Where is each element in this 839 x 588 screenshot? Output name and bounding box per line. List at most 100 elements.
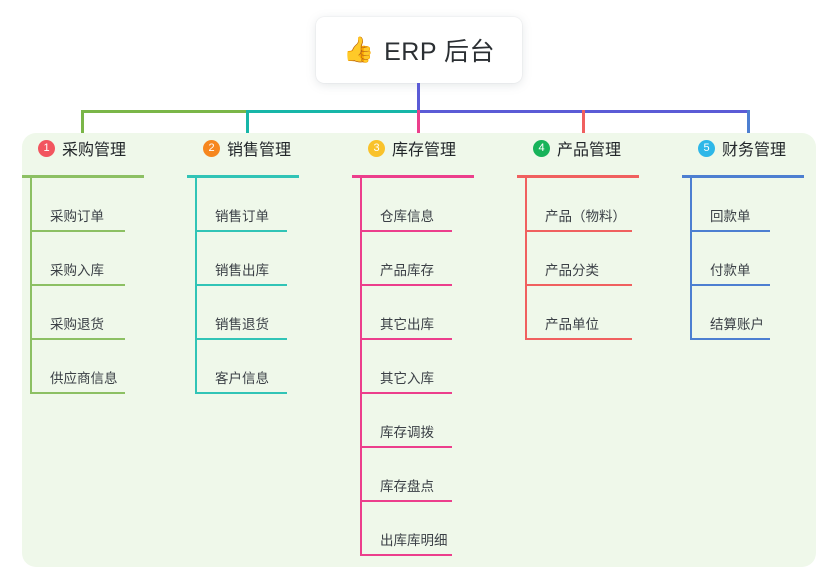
leaf-item-rule <box>30 338 125 340</box>
leaf-item-rule <box>195 284 287 286</box>
leaf-item[interactable]: 产品单位 <box>517 286 667 340</box>
leaf-item[interactable]: 仓库信息 <box>352 178 502 232</box>
leaf-item-rule <box>690 284 770 286</box>
leaf-item[interactable]: 库存盘点 <box>352 448 502 502</box>
page-title: ERP 后台 <box>384 38 496 66</box>
column-产品管理: 4 产品管理产品（物料） 产品分类产品单位 <box>517 133 667 340</box>
leaf-item-rule <box>30 284 125 286</box>
leaf-item-rule <box>525 284 632 286</box>
leaf-item-rule <box>690 230 770 232</box>
column-title: 财务管理 <box>722 142 787 159</box>
leaf-item-label: 其它出库 <box>380 317 434 332</box>
column-header-1[interactable]: 1 采购管理 <box>22 133 172 163</box>
connector-drop-4 <box>581 110 585 148</box>
column-header-4[interactable]: 4 产品管理 <box>517 133 667 163</box>
leaf-item-rule <box>360 392 452 394</box>
leaf-item[interactable]: 出库库明细 <box>352 502 502 556</box>
leaf-item-label: 采购退货 <box>50 317 104 332</box>
column-采购管理: 1 采购管理采购订单采购入库采购退货供应商信息 <box>22 133 172 394</box>
leaf-item-rule <box>690 338 770 340</box>
leaf-item-label: 库存盘点 <box>380 479 434 494</box>
leaf-item[interactable]: 其它出库 <box>352 286 502 340</box>
leaf-item[interactable]: 库存调拨 <box>352 394 502 448</box>
column-spine <box>360 178 362 556</box>
column-header-rule <box>517 175 639 178</box>
leaf-item-rule <box>360 338 452 340</box>
leaf-item-label: 销售出库 <box>215 263 269 278</box>
column-财务管理: 5 财务管理回款单付款单结算账户 <box>682 133 815 340</box>
leaf-item-rule <box>360 230 452 232</box>
leaf-item-label: 产品库存 <box>380 263 434 278</box>
column-header-5[interactable]: 5 财务管理 <box>682 133 815 163</box>
connector-drop-1 <box>80 110 84 148</box>
connector-drop-2 <box>245 110 249 148</box>
leaf-item[interactable]: 付款单 <box>682 232 815 286</box>
leaf-item[interactable]: 销售出库 <box>187 232 337 286</box>
column-spine <box>30 178 32 394</box>
column-spine <box>525 178 527 340</box>
column-title: 采购管理 <box>62 142 127 159</box>
leaf-item-label: 销售订单 <box>215 209 269 224</box>
column-title: 产品管理 <box>557 142 622 159</box>
leaf-item-rule <box>195 392 287 394</box>
leaf-item-label: 客户信息 <box>215 371 269 386</box>
connector-drop-5 <box>746 110 750 148</box>
leaf-item-label: 回款单 <box>710 209 751 224</box>
leaf-item[interactable]: 采购入库 <box>22 232 172 286</box>
trunk-stem <box>416 83 420 113</box>
thumbs-up-icon: 👍 <box>342 35 375 64</box>
column-items: 采购订单采购入库采购退货供应商信息 <box>22 178 172 394</box>
column-items: 回款单付款单结算账户 <box>682 178 815 340</box>
leaf-item[interactable]: 客户信息 <box>187 340 337 394</box>
leaf-item-label: 产品（物料） <box>545 209 626 224</box>
column-header-rule <box>352 175 474 178</box>
column-index-badge: 2 <box>203 139 220 157</box>
column-header-rule <box>22 175 144 178</box>
column-spine <box>690 178 692 340</box>
trunk-segment-2 <box>245 110 420 113</box>
column-index-badge: 4 <box>533 139 550 157</box>
column-items: 销售订单销售出库销售退货客户信息 <box>187 178 337 394</box>
leaf-item[interactable]: 供应商信息 <box>22 340 172 394</box>
column-index-badge: 1 <box>38 139 55 157</box>
root-node-card[interactable]: 👍 ERP 后台 <box>316 17 522 83</box>
leaf-item[interactable]: 采购退货 <box>22 286 172 340</box>
leaf-item[interactable]: 其它入库 <box>352 340 502 394</box>
leaf-item-label: 销售退货 <box>215 317 269 332</box>
column-header-3[interactable]: 3 库存管理 <box>352 133 502 163</box>
leaf-item-rule <box>525 230 632 232</box>
trunk-segment-1 <box>80 110 249 113</box>
leaf-item[interactable]: 产品（物料） <box>517 178 667 232</box>
column-items: 产品（物料） 产品分类产品单位 <box>517 178 667 340</box>
leaf-item-rule <box>30 230 125 232</box>
connector-drop-3 <box>416 110 420 148</box>
column-items: 仓库信息产品库存其它出库其它入库库存调拨库存盘点出库库明细 <box>352 178 502 556</box>
leaf-item-label: 采购入库 <box>50 263 104 278</box>
leaf-item-label: 产品单位 <box>545 317 599 332</box>
leaf-item-label: 付款单 <box>710 263 751 278</box>
leaf-item[interactable]: 产品分类 <box>517 232 667 286</box>
leaf-item-label: 出库库明细 <box>380 533 448 548</box>
leaf-item[interactable]: 结算账户 <box>682 286 815 340</box>
leaf-item[interactable]: 采购订单 <box>22 178 172 232</box>
leaf-item-label: 仓库信息 <box>380 209 434 224</box>
leaf-item-label: 采购订单 <box>50 209 104 224</box>
column-title: 库存管理 <box>392 142 457 159</box>
leaf-item[interactable]: 销售退货 <box>187 286 337 340</box>
column-header-rule <box>187 175 299 178</box>
leaf-item[interactable]: 产品库存 <box>352 232 502 286</box>
leaf-item-label: 供应商信息 <box>50 371 118 386</box>
column-index-badge: 5 <box>698 139 715 157</box>
leaf-item[interactable]: 回款单 <box>682 178 815 232</box>
leaf-item-rule <box>195 230 287 232</box>
leaf-item[interactable]: 销售订单 <box>187 178 337 232</box>
leaf-item-rule <box>525 338 632 340</box>
leaf-item-label: 库存调拨 <box>380 425 434 440</box>
column-index-badge: 3 <box>368 139 385 157</box>
leaf-item-label: 结算账户 <box>710 317 764 332</box>
leaf-item-label: 其它入库 <box>380 371 434 386</box>
